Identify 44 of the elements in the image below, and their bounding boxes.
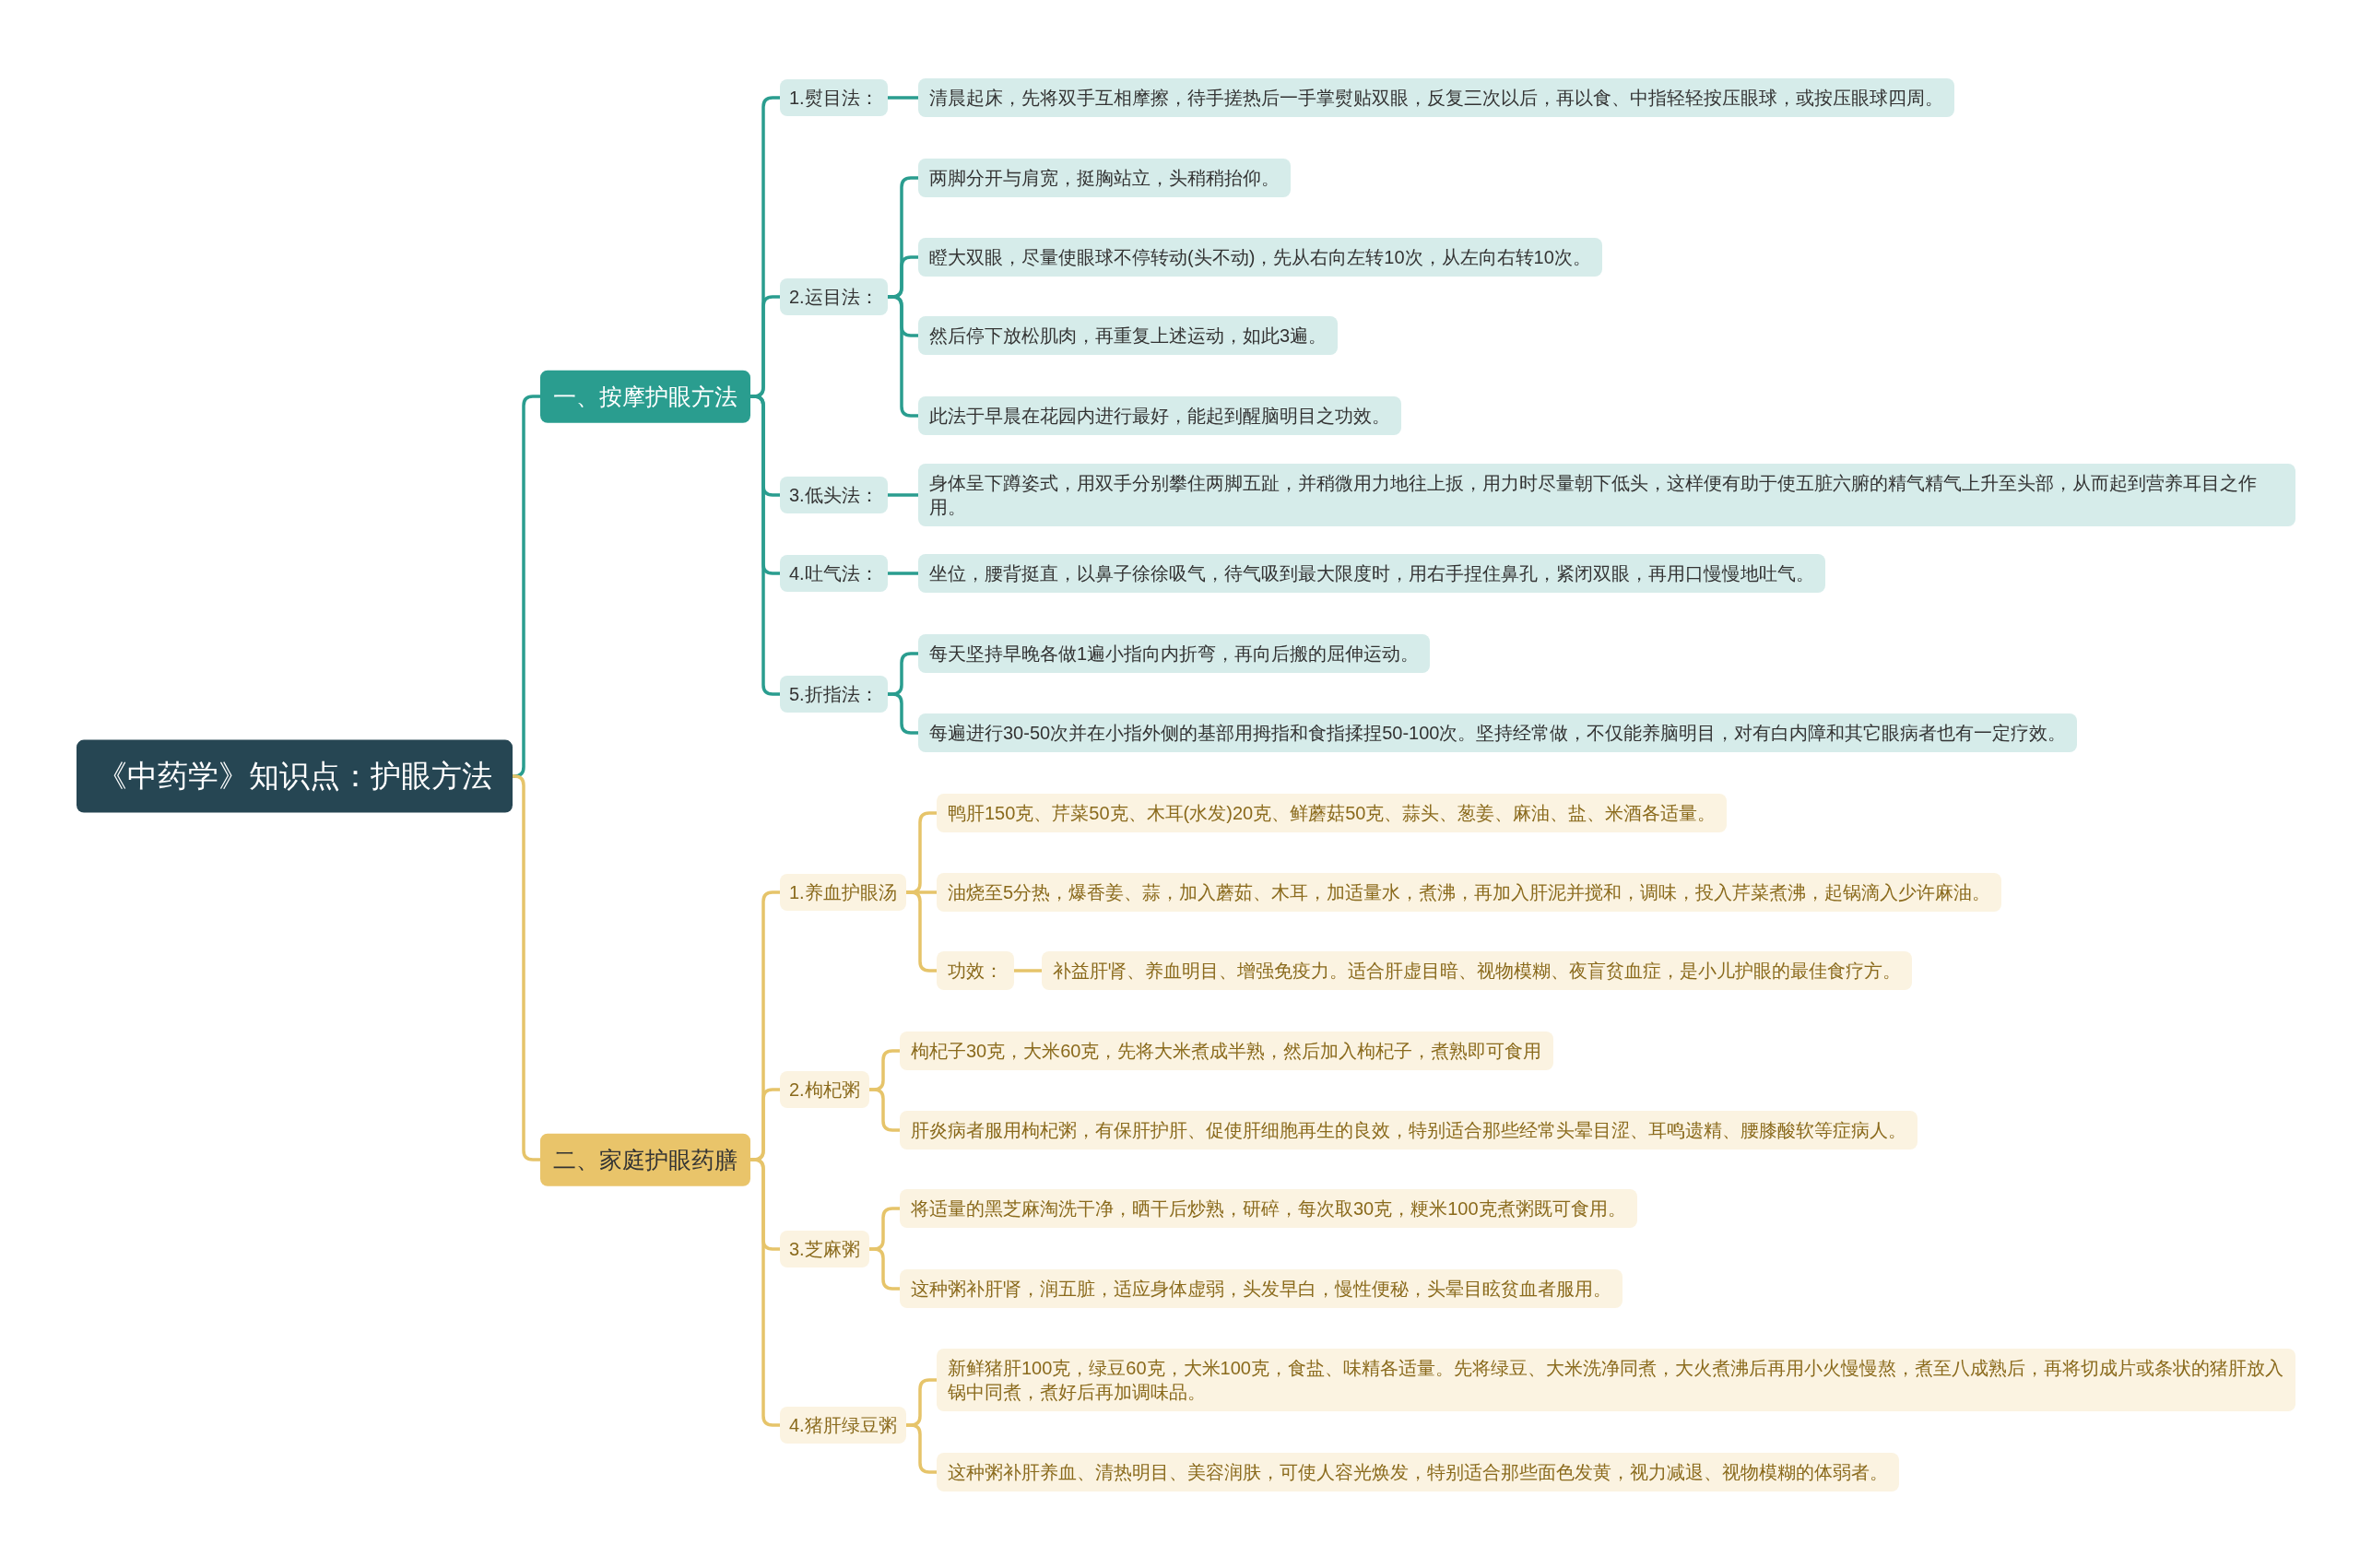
note-box: 然后停下放松肌肉，再重复上述运动，如此3遍。 bbox=[918, 316, 1339, 355]
note-box: 将适量的黑芝麻淘洗干净，晒干后炒熟，研碎，每次取30克，粳米100克煮粥既可食用。 bbox=[900, 1189, 1637, 1228]
note-box: 两脚分开与肩宽，挺胸站立，头稍稍抬仰。 bbox=[918, 159, 1291, 197]
subtopic-box: 2.枸杞粥 bbox=[780, 1071, 869, 1108]
note-box: 鸭肝150克、芹菜50克、木耳(水发)20克、鲜蘑菇50克、蒜头、葱姜、麻油、盐、米酒各适量。 bbox=[937, 794, 1728, 832]
note-box: 这种粥补肝养血、清热明目、美容润肤，可使人容光焕发，特别适合那些面色发黄，视力减退、视物模糊的体弱者。 bbox=[937, 1453, 1899, 1491]
note-box: 每天坚持早晚各做1遍小指向内折弯，再向后搬的屈伸运动。 bbox=[918, 634, 1431, 673]
note-box: 功效： bbox=[937, 951, 1014, 990]
connector bbox=[887, 572, 918, 575]
subtopic-box: 3.低头法： bbox=[780, 477, 888, 513]
connector bbox=[887, 96, 918, 100]
note-box: 肝炎病者服用枸杞粥，有保肝护肝、促使肝细胞再生的良效，特别适合那些经常头晕目涩、耳鸣遗精、腰膝酸软等症病人。 bbox=[900, 1111, 1918, 1149]
note-box: 这种粥补肝肾，润五脏，适应身体虚弱，头发早白，慢性便秘，头晕目眩贫血者服用。 bbox=[900, 1269, 1622, 1308]
note-box: 枸杞子30克，大米60克，先将大米煮成半熟，然后加入枸杞子，煮熟即可食用 bbox=[900, 1032, 1553, 1070]
connector bbox=[868, 1088, 900, 1132]
note-box: 新鲜猪肝100克，绿豆60克，大米100克，食盐、味精各适量。先将绿豆、大米洗净同煮，大火煮沸后再用小火慢慢熬，煮至八成熟后，再将切成片或条状的猪肝放入锅中同煮，煮好后再加调味品。 bbox=[937, 1349, 2295, 1411]
branch-topic: 一、按摩护眼方法 bbox=[540, 370, 750, 423]
subtopic-box: 2.运目法： bbox=[780, 278, 888, 315]
connector bbox=[887, 295, 918, 418]
subtopic-box: 4.猪肝绿豆粥 bbox=[780, 1407, 906, 1444]
connector bbox=[750, 1158, 780, 1427]
note-box: 坐位，腰背挺直，以鼻子徐徐吸气，待气吸到最大限度时，用右手捏住鼻孔，紧闭双眼，再用口慢慢地吐气。 bbox=[918, 554, 1825, 593]
note-box: 每遍进行30-50次并在小指外侧的基部用拇指和食指揉捏50-100次。坚持经常做，不仅能养脑明目，对有白内障和其它眼病者也有一定疗效。 bbox=[918, 713, 2078, 752]
subtopic-box: 1.养血护眼汤 bbox=[780, 874, 906, 911]
central-topic: 《中药学》知识点：护眼方法 bbox=[77, 739, 513, 813]
subtopic-box: 5.折指法： bbox=[780, 676, 888, 713]
subtopic-box: 4.吐气法： bbox=[780, 555, 888, 592]
connector bbox=[868, 1247, 900, 1291]
note-box: 油烧至5分热，爆香姜、蒜，加入蘑茹、木耳，加适量水，煮沸，再加入肝泥并搅和，调味，投入芹菜煮沸，起锅滴入少许麻油。 bbox=[937, 873, 2002, 912]
note-box: 身体呈下蹲姿式，用双手分别攀住两脚五趾，并稍微用力地往上扳，用力时尽量朝下低头，这样便有助于使五脏六腑的精气精气上升至头部，从而起到营养耳目之作用。 bbox=[918, 464, 2295, 526]
note-box: 此法于早晨在花园内进行最好，能起到醒脑明目之功效。 bbox=[918, 396, 1401, 435]
connector bbox=[887, 692, 918, 735]
connector bbox=[887, 493, 918, 497]
subtopic-box: 3.芝麻粥 bbox=[780, 1231, 869, 1267]
note-box: 瞪大双眼，尽量使眼球不停转动(头不动)，先从右向左转10次，从左向右转10次。 bbox=[918, 238, 1602, 277]
subtopic-box: 1.熨目法： bbox=[780, 79, 888, 116]
note-box: 清晨起床，先将双手互相摩擦，待手搓热后一手掌熨贴双眼，反复三次以后，再以食、中指轻轻按压眼球，或按压眼球四周。 bbox=[918, 78, 1954, 117]
note-box: 补益肝肾、养血明目、增强免疫力。适合肝虚目暗、视物模糊、夜盲贫血症，是小儿护眼的最佳食疗方。 bbox=[1042, 951, 1912, 990]
branch-topic: 二、家庭护眼药膳 bbox=[540, 1133, 750, 1186]
connector bbox=[750, 395, 780, 696]
connector bbox=[905, 890, 937, 973]
connector bbox=[905, 1423, 937, 1474]
connector bbox=[1014, 969, 1042, 973]
connector bbox=[512, 774, 540, 1161]
